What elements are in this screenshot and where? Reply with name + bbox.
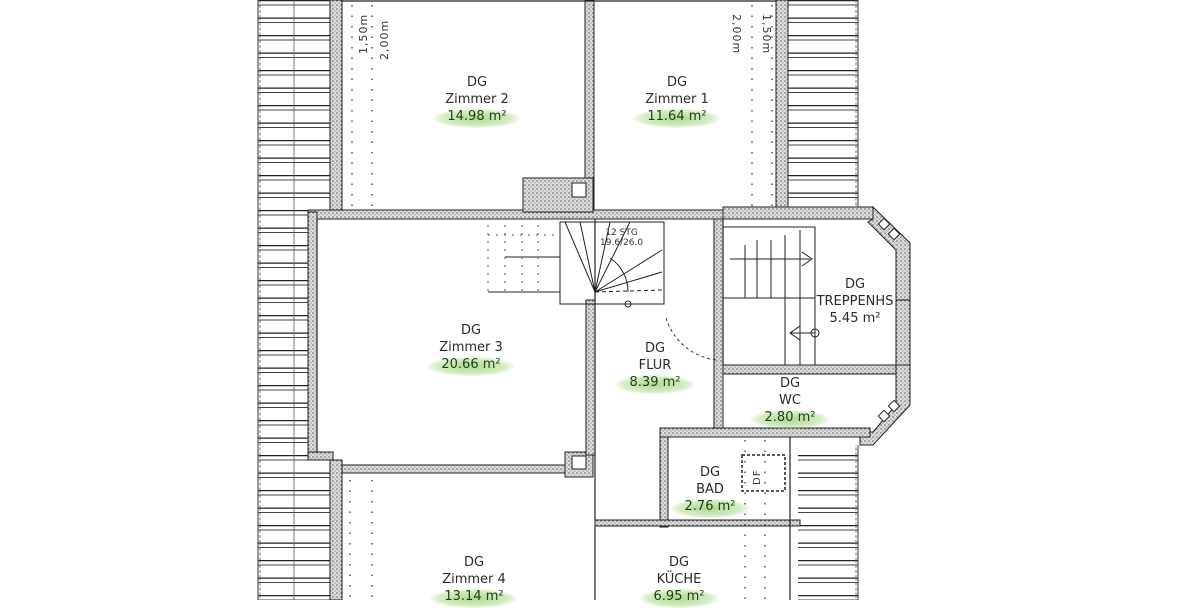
room-level: DG bbox=[463, 555, 485, 570]
room-level: DG bbox=[644, 341, 666, 356]
stair-note: 12 STG 19.6/26.0 bbox=[600, 228, 643, 248]
roof-tiles-left bbox=[257, 0, 330, 600]
ceiling-height-lines bbox=[349, 5, 773, 600]
room-name: Zimmer 1 bbox=[645, 92, 709, 107]
height-mark-right-150: 1,50m bbox=[760, 14, 773, 55]
room-area: 11.64 m² bbox=[633, 109, 721, 128]
stair-hidden-lines bbox=[487, 225, 560, 292]
room-name: TREPPENHS bbox=[816, 294, 894, 309]
room-area: 2.76 m² bbox=[670, 499, 750, 518]
room-area: 8.39 m² bbox=[615, 375, 695, 394]
room-area: 6.95 m² bbox=[639, 589, 719, 608]
skylight-frame bbox=[741, 454, 786, 492]
skylight-label: DF bbox=[752, 469, 763, 485]
room-label-zimmer1: DG Zimmer 1 11.64 m² bbox=[633, 74, 721, 128]
door-swing bbox=[665, 317, 717, 361]
room-level: DG bbox=[844, 277, 866, 292]
stair-steps: 12 STG bbox=[605, 228, 638, 238]
room-name: KÜCHE bbox=[656, 572, 702, 587]
room-name: Zimmer 2 bbox=[445, 92, 509, 107]
room-level: DG bbox=[666, 75, 688, 90]
room-name: WC bbox=[779, 393, 801, 408]
room-level: DG bbox=[460, 323, 482, 338]
winding-staircase bbox=[488, 221, 665, 308]
height-mark-left-200: 2,00m bbox=[378, 19, 391, 60]
roof-tiles-right bbox=[788, 0, 859, 600]
room-name: Zimmer 4 bbox=[442, 572, 506, 587]
room-area: 13.14 m² bbox=[430, 589, 518, 608]
straight-staircase bbox=[722, 226, 820, 366]
height-mark-right-200: 2,00m bbox=[730, 14, 743, 55]
room-level: DG bbox=[466, 75, 488, 90]
room-level: DG bbox=[779, 376, 801, 391]
room-name: BAD bbox=[696, 482, 724, 497]
room-label-bad: DG BAD 2.76 m² bbox=[670, 464, 750, 518]
room-name: FLUR bbox=[638, 358, 672, 373]
stair-dimensions: 19.6/26.0 bbox=[600, 238, 644, 248]
room-area: 5.45 m² bbox=[829, 311, 881, 326]
room-label-treppenhaus: DG TREPPENHS 5.45 m² bbox=[817, 276, 894, 327]
bay-window bbox=[877, 217, 901, 423]
room-area: 2.80 m² bbox=[750, 410, 830, 429]
room-area: 20.66 m² bbox=[427, 357, 515, 376]
room-area: 14.98 m² bbox=[433, 109, 521, 128]
room-label-kueche: DG KÜCHE 6.95 m² bbox=[639, 554, 719, 608]
room-name: Zimmer 3 bbox=[439, 340, 503, 355]
room-level: DG bbox=[668, 555, 690, 570]
height-mark-left-150: 1,50m bbox=[357, 13, 370, 54]
room-level: DG bbox=[699, 465, 721, 480]
room-label-flur: DG FLUR 8.39 m² bbox=[615, 340, 695, 394]
room-label-zimmer3: DG Zimmer 3 20.66 m² bbox=[427, 322, 515, 376]
room-label-zimmer4: DG Zimmer 4 13.14 m² bbox=[430, 554, 518, 608]
walls bbox=[307, 0, 911, 600]
room-label-zimmer2: DG Zimmer 2 14.98 m² bbox=[433, 74, 521, 128]
room-outlines bbox=[316, 0, 791, 600]
room-label-wc: DG WC 2.80 m² bbox=[750, 375, 830, 429]
